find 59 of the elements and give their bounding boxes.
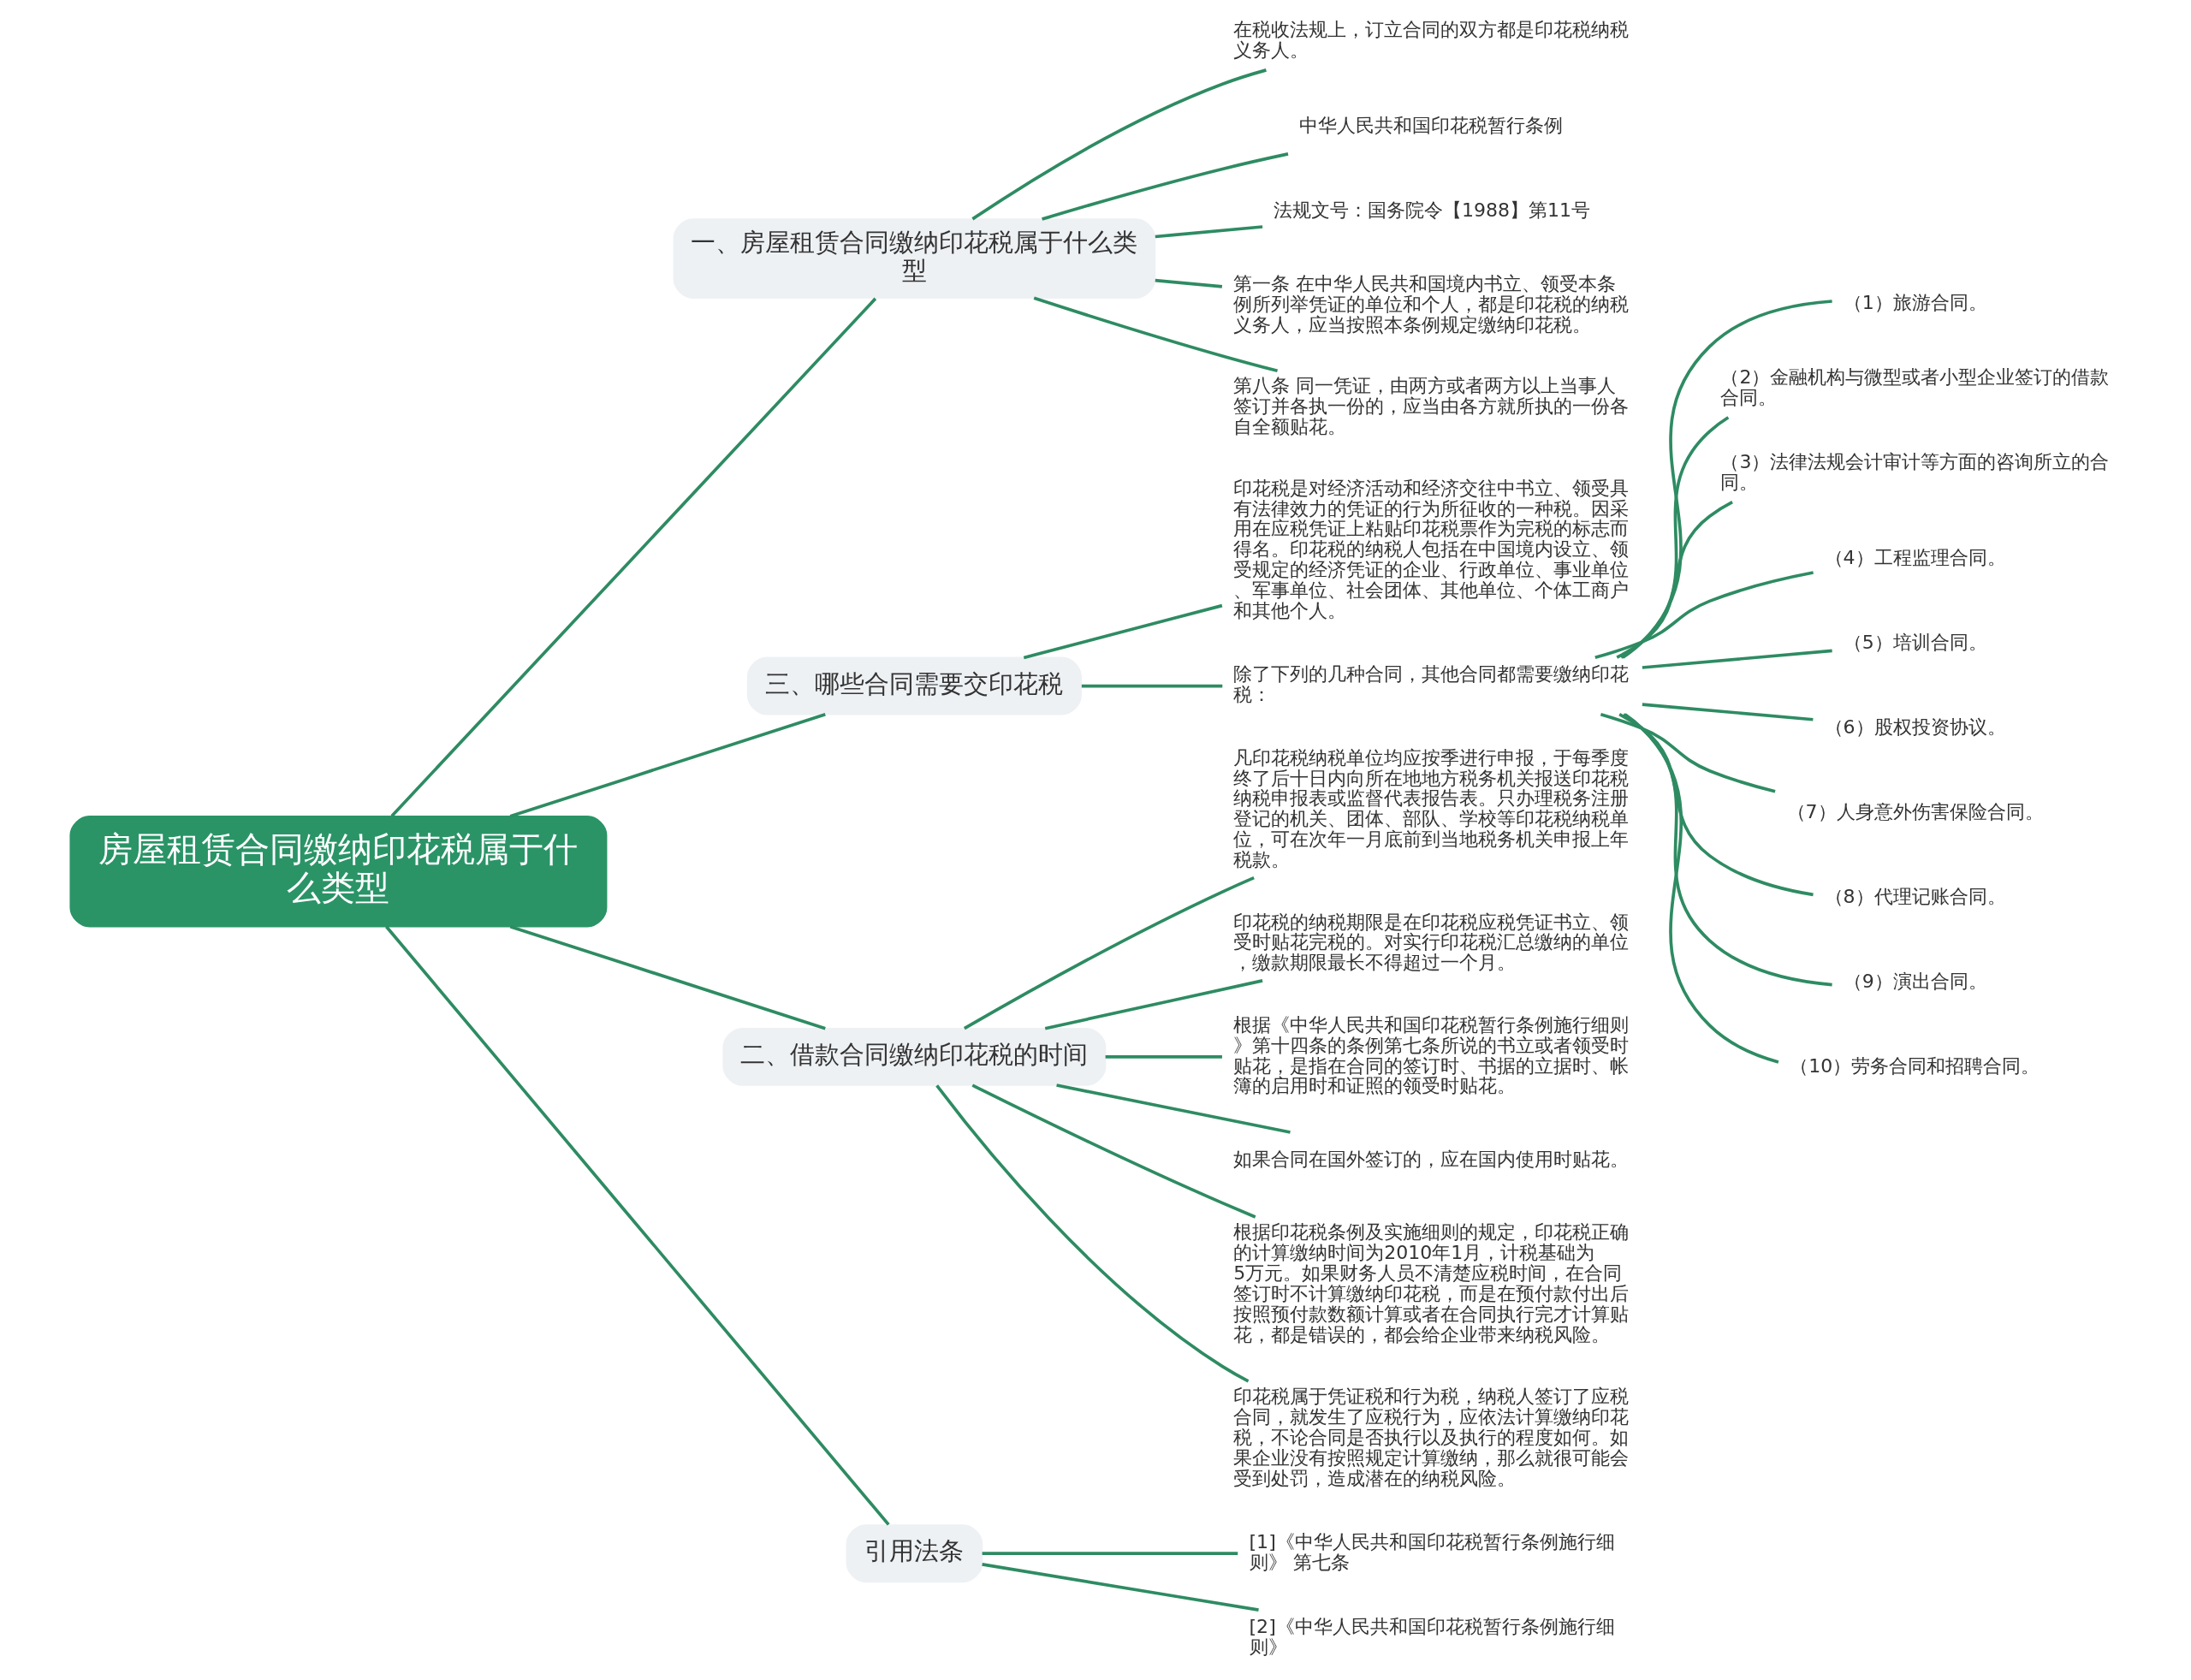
connector [1600, 713, 1776, 793]
node-text: 在税收法规上，订立合同的双方都是印花税纳税义务人。 [1232, 19, 1629, 62]
connector [1594, 571, 1814, 660]
connector [982, 1552, 1238, 1555]
connector [1155, 278, 1222, 288]
connector [971, 1083, 1256, 1219]
connector [1081, 684, 1222, 688]
connector [390, 297, 876, 817]
node-text: （4）工程监理合同。 [1824, 546, 2006, 568]
node-text: 根据《中华人民共和国印花税暂行条例施行细则》第十四条的条例第七条所说的书立或者领受时贴花，是指在合同的签订时、书据的立据时、帐簿的启用时和证照的领受时贴花。 [1232, 1013, 1629, 1097]
connector [1023, 603, 1222, 660]
connector [1615, 501, 1733, 659]
node-text: （9）演出合同。 [1843, 971, 1987, 993]
connector [963, 876, 1255, 1030]
node-text: （6）股权投资协议。 [1824, 715, 2006, 738]
node-text: 如果合同在国外签订的，应在国内使用时贴花。 [1232, 1148, 1629, 1170]
connector [1033, 296, 1278, 373]
connector [1044, 979, 1262, 1030]
node-text: 法规文号：国务院令【1988】第11号 [1273, 199, 1590, 221]
node-text: （8）代理记账合同。 [1824, 886, 2006, 908]
node-text: 印花税的纳税期限是在印花税应税凭证书立、领受时贴花完税的。对实行印花税汇总缴纳的单位，缴款期限最长不得超过一个月。 [1232, 911, 1629, 974]
connector [509, 924, 826, 1030]
connector [981, 1563, 1259, 1612]
node-text: 印花税属于凭证税和行为税，纳税人签订了应税合同，就发生了应税行为，应依法计算缴纳印花税，不论合同是否执行以及执行的程度如何。如果企业没有按照规定计算缴纳，那么就很可能会受到处罚，造成潜在的纳税风险。 [1232, 1386, 1629, 1489]
node-text: 第一条 在中华人民共和国境内书立、领受本条例所列举凭证的单位和个人，都是印花税的纳税义务人，应当按照本条例规定缴纳印花税。 [1232, 273, 1629, 335]
node-text: 凡印花税纳税单位均应按季进行申报，于每季度终了后十日内向所在地地方税务机关报送印花税纳税申报表或监督代表报告表。只办理税务注册登记的机关、团体、部队、学校等印花税纳税单位，可在次年一月底前到当地税务机关申报上年税款。 [1232, 746, 1629, 870]
connector [1619, 416, 1729, 659]
node-text: 除了下列的几种合同，其他合同都需要缴纳印花税： [1232, 663, 1629, 706]
connector [1618, 713, 1814, 897]
node-text: [1]《中华人民共和国印花税暂行条例施行细则》 第七条 [1249, 1530, 1615, 1573]
node-text: （1）旅游合同。 [1843, 292, 1987, 314]
node-text: （3）法律法规会计审计等方面的咨询所立的合同。 [1719, 451, 2109, 494]
connector [384, 925, 890, 1526]
node-text: （7）人身意外伤害保险合同。 [1786, 800, 2044, 822]
connector [1155, 225, 1262, 239]
connector [1624, 713, 1778, 1064]
connector [1622, 713, 1832, 987]
node-text: 根据印花税条例及实施细则的规定，印花税正确的计算缴纳时间为2010年1月，计税基础为5万元。如果财务人员不清楚应税时间，在合同签订时不计算缴纳印花税，而是在预付款付出后按照预付款数额计算或者在合同执行完才计算贴花，都是错误的，都会给企业带来纳税风险。 [1232, 1221, 1629, 1345]
connector [1642, 649, 1832, 669]
node-box: 二、借款合同缴纳印花税的时间 [721, 1027, 1106, 1086]
node-text: [2]《中华人民共和国印花税暂行条例施行细则》 [1249, 1616, 1615, 1658]
node-box: 一、房屋租赁合同缴纳印花税属于什么类型 [673, 218, 1155, 299]
connector [1642, 703, 1814, 721]
connector [1041, 152, 1288, 221]
node-box: 三、哪些合同需要交印花税 [746, 656, 1082, 715]
node-box: 引用法条 [846, 1524, 983, 1583]
node-box: 房屋租赁合同缴纳印花税属于什么类型 [68, 816, 607, 928]
node-text: （10）劳务合同和招聘合同。 [1789, 1055, 2040, 1077]
connector [1621, 300, 1832, 659]
connector [935, 1084, 1249, 1383]
node-text: 中华人民共和国印花税暂行条例 [1298, 114, 1563, 136]
node-text: 第八条 同一凭证，由两方或者两方以上当事人签订并各执一份的，应当由各方就所执的一份各自全额贴花。 [1232, 375, 1629, 438]
connector [1055, 1083, 1291, 1134]
node-text: （5）培训合同。 [1843, 631, 1987, 653]
connector [971, 68, 1267, 221]
connector [1105, 1055, 1222, 1059]
connector [509, 712, 826, 818]
node-text: （2）金融机构与微型或者小型企业签订的借款合同。 [1719, 366, 2109, 409]
node-text: 印花税是对经济活动和经济交往中书立、领受具有法律效力的凭证的行为所征收的一种税。因采用在应税凭证上粘贴印花税票作为完税的标志而得名。印花税的纳税人包括在中国境内设立、领受规定的经济凭证的企业、行政单位、事业单位、军事单位、社会团体、其他单位、个体工商户和其他个人。 [1232, 477, 1629, 621]
